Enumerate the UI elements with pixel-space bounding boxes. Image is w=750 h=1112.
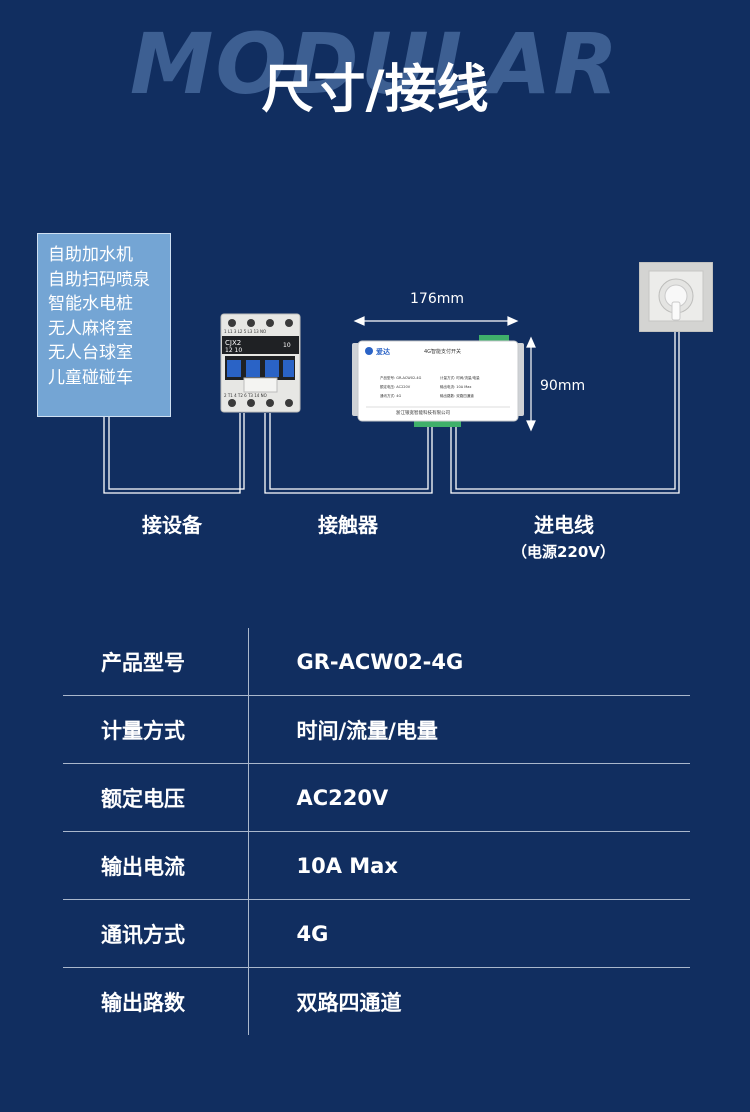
page-title: 尺寸/接线 bbox=[261, 60, 489, 120]
arrow-down-icon bbox=[526, 420, 536, 432]
height-label: 90mm bbox=[540, 378, 586, 394]
spec-value: 双路四通道 bbox=[248, 967, 690, 1035]
module-maker: 浙江银宽智能科技有限公司 bbox=[396, 411, 450, 416]
arrow-right-icon bbox=[507, 316, 519, 326]
wire-contactor-right bbox=[269, 413, 429, 490]
contactor-rating: 12 10 bbox=[225, 347, 243, 354]
contactor-top-terminals: 1 L1 3 L2 5 L3 13 NO bbox=[224, 329, 267, 334]
wiring-diagram bbox=[103, 316, 680, 494]
module-brand: 爱达 bbox=[376, 348, 390, 356]
arrow-left-icon bbox=[353, 316, 365, 326]
spec-key: 计量方式 bbox=[63, 695, 249, 764]
control-module-image: 爱达 4G智能支付开关 产品型号: GR-ACW02-4G 计量方式: 时间/流… bbox=[352, 335, 524, 427]
contactor-model: CJX2 bbox=[225, 339, 242, 347]
spec-value: 时间/流量/电量 bbox=[248, 695, 690, 764]
spec-value: AC220V bbox=[248, 763, 690, 832]
contactor-bottom-terminals: 2 T1 4 T2 6 T3 14 NO bbox=[224, 393, 267, 398]
spec-value: GR-ACW02-4G bbox=[296, 649, 464, 674]
wire-power-right bbox=[455, 320, 676, 490]
spec-value: 4G bbox=[248, 899, 690, 968]
spec-key: 额定电压 bbox=[63, 763, 249, 832]
module-spec-5: 通讯方式: 4G bbox=[380, 394, 402, 398]
label-contactor: 接触器 bbox=[318, 513, 378, 537]
wire-device-left bbox=[103, 413, 241, 494]
module-spec-4: 输出电流: 10A Max bbox=[440, 385, 472, 389]
table-row: 计量方式时间/流量/电量 bbox=[63, 695, 690, 764]
spec-key: 产品型号 bbox=[63, 628, 249, 696]
contactor-number: 10 bbox=[283, 342, 291, 349]
use-case-box: 自助加水机 自助扫码喷泉 智能水电桩 无人麻将室 无人台球室 儿童碰碰车 bbox=[37, 233, 171, 417]
module-spec-1: 产品型号: GR-ACW02-4G bbox=[380, 376, 422, 380]
use-case-item: 无人麻将室 bbox=[48, 318, 133, 339]
wire-power-left bbox=[450, 320, 680, 494]
background-watermark: MODULAR bbox=[129, 15, 621, 113]
label-power: 进电线 bbox=[534, 513, 594, 537]
arrow-up-icon bbox=[526, 336, 536, 348]
spec-key: 输出电流 bbox=[63, 831, 249, 900]
power-socket-image bbox=[638, 261, 714, 333]
module-spec-2: 计量方式: 时间/流量/电量 bbox=[440, 376, 480, 380]
use-case-item: 儿童碰碰车 bbox=[48, 367, 133, 388]
spec-key: 通讯方式 bbox=[63, 899, 249, 968]
label-power-sub: （电源220V） bbox=[512, 543, 615, 561]
module-spec-6: 输出路数: 双路四通道 bbox=[440, 394, 474, 398]
label-device: 接设备 bbox=[142, 513, 202, 537]
wire-contactor-left bbox=[264, 413, 433, 494]
use-case-item: 智能水电桩 bbox=[48, 294, 133, 315]
contactor-image: CJX2 12 10 10 1 L1 3 L2 5 L3 13 NO 2 T1 … bbox=[219, 312, 302, 414]
module-name: 4G智能支付开关 bbox=[424, 349, 462, 355]
table-row: 输出路数双路四通道 bbox=[63, 967, 690, 1035]
use-case-item: 自助扫码喷泉 bbox=[48, 269, 150, 290]
wire-device-right bbox=[108, 413, 245, 490]
module-spec-3: 额定电压: AC220V bbox=[380, 385, 411, 389]
spec-key: 输出路数 bbox=[63, 967, 249, 1035]
use-case-item: 自助加水机 bbox=[48, 245, 133, 265]
spec-value: 10A Max bbox=[248, 831, 690, 900]
table-row: 产品型号 GR-ACW02-4G bbox=[63, 628, 690, 696]
use-case-item: 无人台球室 bbox=[48, 343, 133, 364]
width-label: 176mm bbox=[410, 291, 464, 307]
